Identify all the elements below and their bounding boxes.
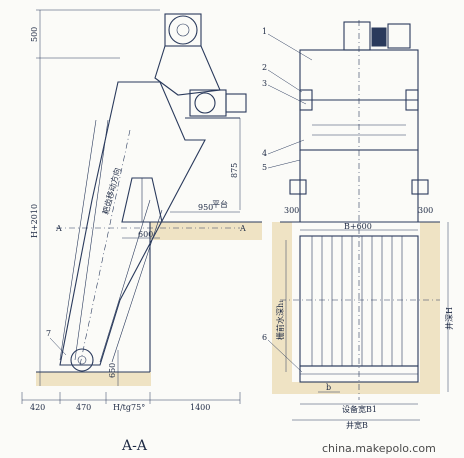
dim-650: 650	[108, 363, 117, 378]
rake-frame-body	[59, 81, 206, 366]
right-bearing	[405, 89, 419, 111]
watermark-text: china.makepolo.com	[322, 442, 436, 455]
callout-7: 7	[46, 329, 51, 338]
callout-2-leader	[267, 69, 303, 93]
callout-6: 6	[262, 333, 267, 342]
well-depth-label: 井深H	[444, 307, 454, 330]
callout-5: 5	[262, 163, 267, 172]
dim-500: 500	[30, 27, 39, 42]
head-housing	[164, 13, 202, 47]
mount-bracket-left	[289, 179, 307, 195]
well-width-label: 井宽B	[346, 420, 368, 430]
drive-wheel	[194, 92, 216, 114]
frame-inner-line	[59, 119, 97, 361]
support-leg	[121, 177, 163, 223]
dim-bottom-470: 470	[76, 403, 91, 412]
rake-motion-label: 耙齿移动方向	[100, 167, 122, 216]
dim-bottom-420: 420	[30, 403, 45, 412]
callout-1: 1	[262, 27, 267, 36]
centerline-inclined	[79, 129, 131, 366]
frame-rear-line-2	[111, 209, 163, 363]
callout-4: 4	[262, 149, 267, 158]
tail-sprocket	[70, 348, 94, 372]
dim-600: 600	[138, 230, 153, 239]
mount-bracket-right	[411, 179, 429, 195]
section-marker-left: A	[55, 224, 62, 233]
motor-reducer	[371, 27, 387, 47]
callout-4-leader	[267, 139, 305, 155]
section-marker-right: A	[239, 224, 246, 233]
left-bearing	[299, 89, 313, 111]
pit-wall-right	[420, 222, 440, 392]
dim-bottom-1400: 1400	[190, 403, 210, 412]
water-depth-label: 栅前水深h₁	[275, 300, 285, 340]
dim-bottom-htan: H/tg75°	[113, 403, 145, 412]
equipment-width-label: 设备宽B1	[342, 404, 377, 414]
platform-ground	[150, 222, 262, 240]
callout-3: 3	[262, 79, 267, 88]
head-sprocket	[168, 15, 198, 45]
callout-2: 2	[262, 63, 267, 72]
screen-bars	[311, 236, 403, 366]
dim-300-right: 300	[418, 206, 433, 215]
motor-body	[343, 21, 371, 51]
head-support	[154, 45, 221, 96]
dim-950: 950	[198, 203, 213, 212]
head-sprocket-hub	[176, 23, 190, 37]
dim-total-height: H+2010	[30, 204, 39, 238]
dim-b-small: b	[326, 383, 331, 392]
callout-6-leader	[267, 339, 303, 373]
platform-label: 平台	[212, 199, 228, 209]
left-view: A A 平台 耙齿移动方向 500 H+2010 875 950 600 650…	[21, 9, 262, 454]
callout-1-leader	[267, 33, 313, 61]
dim-300-left: 300	[284, 206, 299, 215]
dim-875: 875	[230, 163, 239, 178]
gearbox	[225, 93, 247, 113]
pit-wall-left	[272, 222, 292, 392]
motor-gear-box	[387, 23, 411, 49]
callout-7-leader	[49, 337, 67, 356]
callout-3-leader	[267, 84, 307, 105]
right-view: B+600 300 300 井深H 栅前水深h₁ b 设备宽B1 井宽B 1 2…	[262, 20, 454, 430]
callout-5-leader	[267, 159, 301, 169]
frame-inner-line-2	[74, 119, 109, 361]
tail-sprocket-hub	[77, 355, 87, 365]
dim-b600: B+600	[344, 222, 372, 231]
section-title: A-A	[121, 438, 148, 454]
frame-rear-line	[99, 199, 151, 363]
channel-floor	[36, 372, 151, 386]
pit-floor	[272, 382, 440, 394]
